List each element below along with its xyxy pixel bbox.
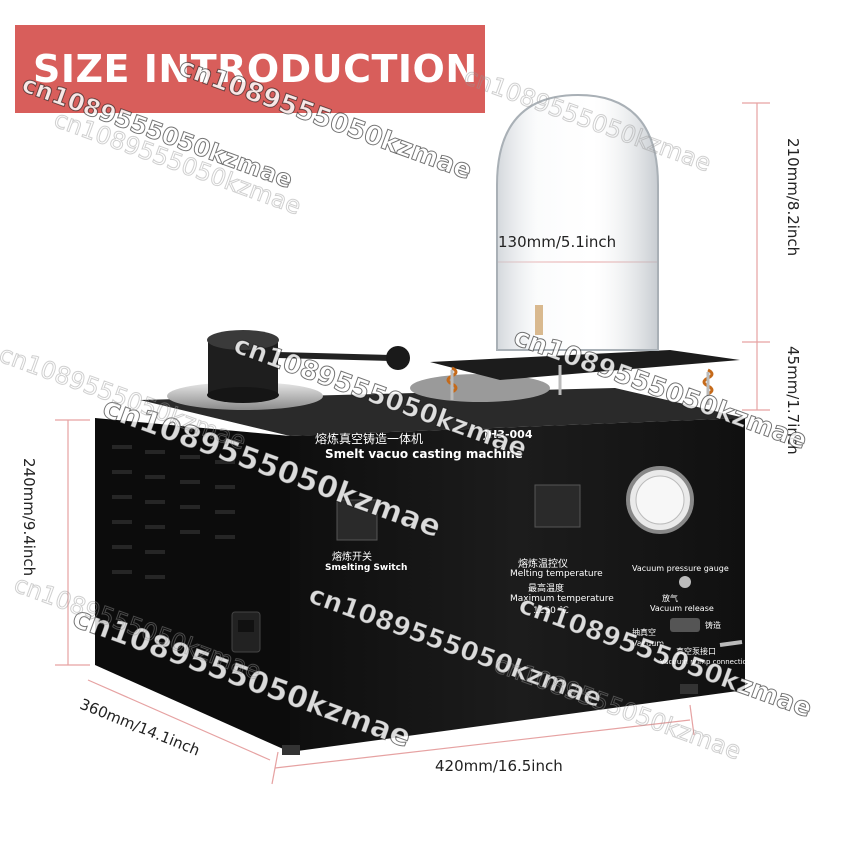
size-introduction-banner: SIZE INTRODUCTION — [15, 25, 485, 113]
vacuum-pressure-label: Vacuum pressure gauge — [632, 564, 729, 573]
dome-width-label: 130mm/5.1inch — [498, 233, 617, 251]
vacuum-release-cn: 放气 — [662, 594, 678, 603]
pump-port-en: Vacuum pump connection port — [660, 658, 768, 666]
max-temp-value: 1250 ℃ — [533, 606, 569, 616]
pump-port-cn: 真空泵接口 — [676, 647, 716, 656]
width-label: 420mm/16.5inch — [435, 757, 563, 775]
panel-title-en: Smelt vacuo casting machine — [325, 447, 523, 461]
max-temp-en: Maximum temperature — [510, 594, 614, 604]
model-label: JH3-004 — [484, 428, 533, 441]
banner-title: SIZE INTRODUCTION — [33, 47, 478, 91]
dome-height-label: 210mm/8.2inch — [784, 138, 802, 257]
vacuum-cn: 抽真空 — [632, 628, 656, 637]
panel-title-cn: 熔炼真空铸造一体机 — [315, 432, 424, 446]
smelting-switch-cn: 熔炼开关 — [332, 552, 372, 563]
platform-height-label: 45mm/1.7inch — [784, 346, 802, 455]
body-height-label: 240mm/9.4inch — [20, 458, 38, 577]
melting-temp-en: Melting temperature — [510, 569, 603, 579]
vacuum-en: Vacuum — [632, 639, 665, 648]
max-temp-cn: 最高温度 — [528, 584, 565, 594]
casting-cn: 铸造 — [705, 621, 721, 630]
smelting-switch-en: Smelting Switch — [325, 563, 408, 573]
melting-temp-cn: 熔炼温控仪 — [518, 559, 568, 570]
vacuum-release-en: Vacuum release — [650, 604, 714, 613]
